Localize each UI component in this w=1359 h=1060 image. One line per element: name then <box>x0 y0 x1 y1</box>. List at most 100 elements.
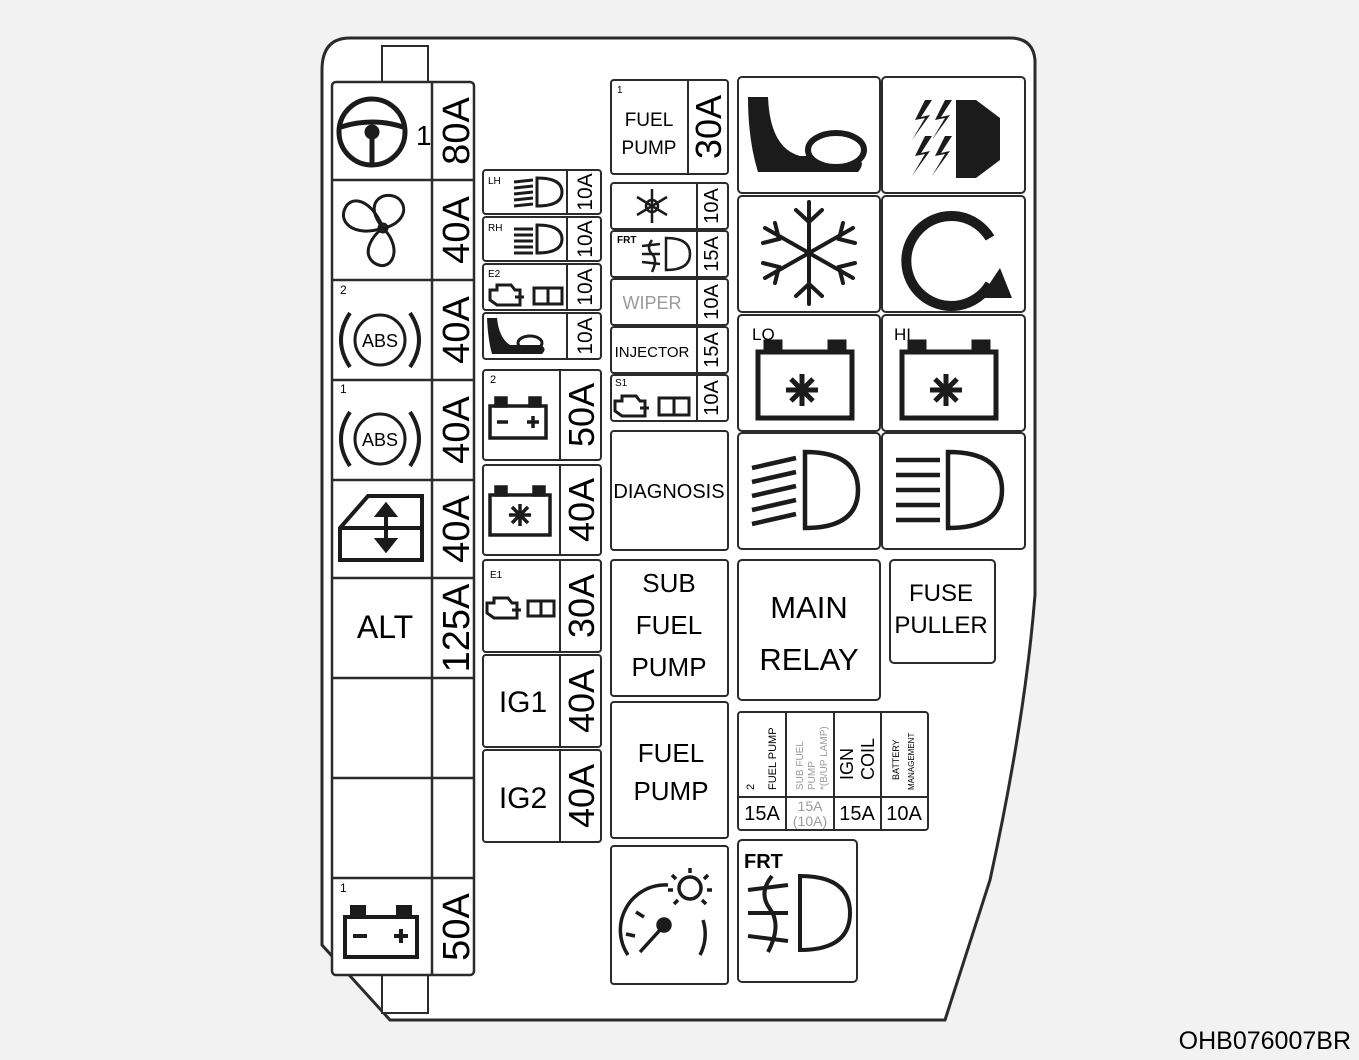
fuse-rating: 50A <box>561 383 602 447</box>
engine-control-icon <box>488 283 564 307</box>
mini-fuse-label: COIL <box>858 738 878 780</box>
fuse-rating: 10A <box>701 188 723 224</box>
fuel-pump-relay-label: FUEL <box>638 738 704 768</box>
rear-defog-icon <box>912 100 1000 178</box>
low-beam-icon <box>896 449 1005 531</box>
bottom-latch <box>381 974 429 1014</box>
fuse-rating: 15A <box>701 236 723 272</box>
side-tag: RH <box>488 223 502 234</box>
fuse-rating: 50A <box>436 893 478 961</box>
front-fog-icon <box>641 236 692 273</box>
relay-tag: HI <box>894 325 911 344</box>
diagnosis-label: DIAGNOSIS <box>613 481 724 503</box>
ig1-label: IG1 <box>499 686 547 719</box>
headlamp-icon <box>513 176 564 208</box>
side-tag: LH <box>488 176 501 187</box>
fuse-rating: 40A <box>436 396 478 464</box>
power-window-icon <box>338 494 424 562</box>
fuse-rating: 80A <box>436 97 478 165</box>
engine-control-icon <box>485 596 556 620</box>
relay-tag: LO <box>752 325 775 344</box>
cooling-fan-icon <box>755 339 855 421</box>
fuse-rating: 10A <box>574 268 597 305</box>
fuse-rating: 10A <box>574 173 597 210</box>
mini-fuse-label: IGN <box>837 748 857 780</box>
fuse-rating: 40A <box>561 478 602 542</box>
start-arrow-head <box>980 268 1012 298</box>
mini-fuse-label: PUMP <box>807 761 818 790</box>
fuse-index: 1 <box>617 85 623 96</box>
fuse-index: 2 <box>340 283 347 297</box>
fuse-rating: 40A <box>561 764 602 828</box>
battery-icon <box>343 905 419 959</box>
fuse-index: 2 <box>490 374 496 386</box>
cluster-illumination-icon <box>618 868 712 956</box>
fuse-rating: 15A <box>701 332 723 368</box>
fan-icon <box>341 193 406 268</box>
abs-icon <box>339 311 421 369</box>
sub-fuel-pump-label: SUB <box>642 568 695 598</box>
start-arrow-icon <box>901 211 995 311</box>
fuse-index: E1 <box>490 570 503 581</box>
second-column-large-fuses <box>482 369 602 843</box>
fuse-puller-label: FUSE <box>909 580 973 607</box>
fuel-pump-fuse-label: PUMP <box>622 138 677 159</box>
injector-label: INJECTOR <box>615 344 690 361</box>
third-column-fuses <box>610 79 729 985</box>
fuse-index: 2 <box>745 784 757 790</box>
mini-fuse-label: MANAGEMENT <box>907 733 916 790</box>
abs-label: ABS <box>362 430 398 450</box>
fuse-rating: 15A <box>839 803 875 825</box>
fuse-rating: 10A <box>574 220 597 257</box>
fuse-rating: 40A <box>436 296 478 364</box>
main-relay-label: RELAY <box>759 642 858 677</box>
high-beam-icon <box>751 449 861 531</box>
fuse-rating: 30A <box>561 574 602 638</box>
fuse-rating: 40A <box>561 669 602 733</box>
fuse-index: S1 <box>615 378 628 389</box>
frt-tag: FRT <box>744 851 783 873</box>
fuse-index: 1 <box>340 382 347 396</box>
abs-icon <box>339 410 421 468</box>
mini-fuse-label: *(B/UP LAMP) <box>819 726 830 790</box>
horn-icon <box>487 318 545 354</box>
mini-fuse-label: SUB FUEL <box>795 741 806 790</box>
fuse-rating: 10A <box>701 284 723 320</box>
fuse-rating-alt: (10A) <box>793 813 827 829</box>
fuse-index: 1 <box>416 120 432 151</box>
fuse-puller-label: PULLER <box>894 612 987 639</box>
front-fog-icon <box>747 873 853 953</box>
steering-wheel-icon <box>336 96 408 168</box>
wiper-label: WIPER <box>622 293 681 313</box>
fuse-rating: 10A <box>886 803 922 825</box>
fuse-rating: 10A <box>701 380 723 416</box>
fuse-index: E2 <box>488 269 501 280</box>
mini-fuse-label: BATTERY <box>891 739 901 780</box>
mini-fuse-label: FUEL PUMP <box>767 727 779 790</box>
fuse-rating: 40A <box>436 495 478 563</box>
fuse-rating: 125A <box>436 583 478 672</box>
fuse-rating: 10A <box>574 317 597 354</box>
sub-fuel-pump-label: FUEL <box>636 610 702 640</box>
sub-fuel-pump-label: PUMP <box>631 652 706 682</box>
fuse-rating: 15A <box>798 798 824 814</box>
cooling-fan-icon <box>488 485 552 537</box>
fuel-pump-fuse-label: FUEL <box>625 110 674 131</box>
horn-icon <box>748 97 867 172</box>
engine-control-icon <box>613 394 691 418</box>
abs-label: ABS <box>362 331 398 351</box>
fuse-rating: 15A <box>744 803 780 825</box>
snowflake-icon <box>761 200 857 306</box>
snowflake-icon <box>636 189 668 223</box>
headlamp-icon <box>514 223 564 255</box>
fuel-pump-relay-label: PUMP <box>633 776 708 806</box>
diagram-code: OHB076007BR <box>1179 1027 1351 1055</box>
alt-label: ALT <box>357 609 413 645</box>
top-latch <box>381 45 429 83</box>
fuse-index: 1 <box>340 881 347 895</box>
ig2-label: IG2 <box>499 782 547 815</box>
fuse-rating: 40A <box>436 196 478 264</box>
cooling-fan-icon <box>899 339 999 421</box>
